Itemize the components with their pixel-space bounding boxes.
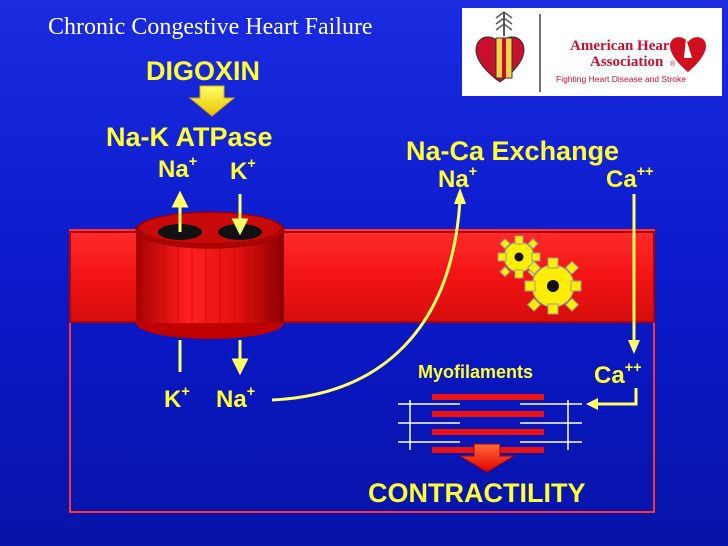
na-k-pump-icon	[136, 212, 284, 339]
ion-na-out-pump: Na+	[158, 156, 197, 184]
ion-k-in-pump: K+	[164, 386, 190, 414]
ion-k-out-pump: K+	[230, 158, 256, 186]
ion-ca-inside: Ca++	[594, 362, 642, 390]
ion-na-exchange: Na+	[438, 166, 477, 194]
ion-ca-exchange: Ca++	[606, 166, 654, 194]
digoxin-label: DIGOXIN	[146, 56, 260, 87]
na-ca-exchange-label: Na-Ca Exchange	[406, 136, 619, 167]
myofilaments-label: Myofilaments	[418, 362, 533, 383]
contractility-label: CONTRACTILITY	[368, 478, 585, 509]
digoxin-arrow	[190, 86, 234, 116]
gear-large-icon	[525, 258, 581, 314]
ca-in-arrowhead	[628, 340, 640, 354]
na-k-atpase-label: Na-K ATPase	[106, 122, 273, 153]
ion-na-in-pump: Na+	[216, 386, 255, 414]
